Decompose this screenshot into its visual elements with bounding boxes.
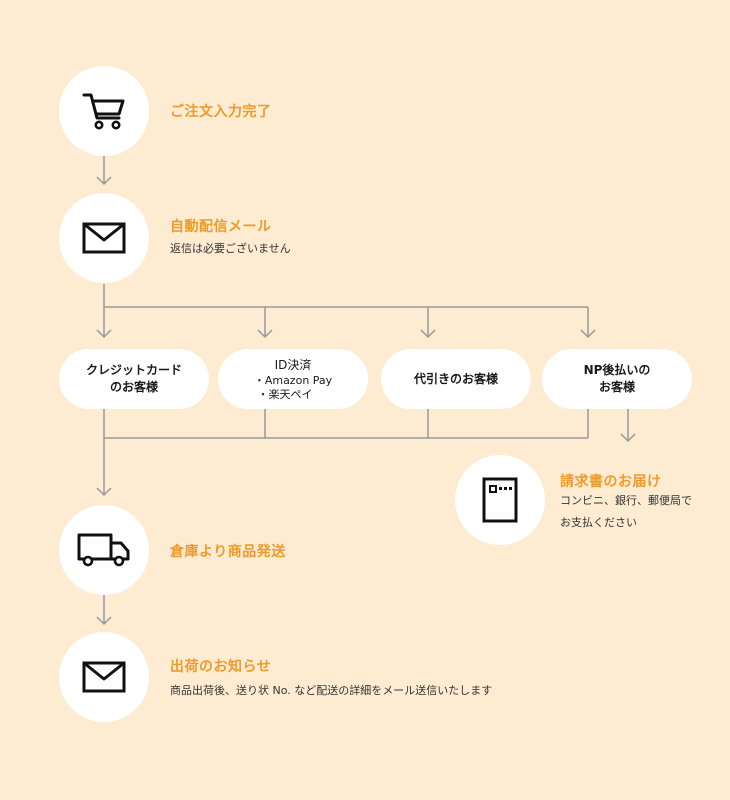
payment-cod: 代引きのお客様	[381, 349, 531, 409]
notice-step-title: 出荷のお知らせ	[170, 659, 272, 675]
payment-label: クレジットカード	[85, 363, 182, 377]
payment-label: NP後払いの	[583, 363, 651, 377]
arrow-head	[96, 329, 112, 339]
payment-label: お客様	[598, 380, 635, 394]
invoice-title: 請求書のお届け	[560, 474, 662, 490]
order-step-title: ご注文入力完了	[170, 104, 272, 120]
arrow-head	[96, 176, 112, 186]
notice-step-desc: 商品出荷後、送り状 No. など配送の詳細をメール送信いたします	[170, 684, 493, 697]
mail-step-circle	[59, 193, 149, 283]
arrow-head	[96, 616, 112, 626]
payment-label: のお客様	[109, 380, 158, 394]
payment-label: ID決済	[274, 357, 312, 372]
mail-icon	[82, 661, 126, 693]
ship-step-title: 倉庫より商品発送	[170, 544, 286, 560]
arrow-head	[420, 329, 436, 339]
notice-step-circle	[59, 632, 149, 722]
payment-sub: ・Amazon Pay	[253, 373, 333, 387]
arrow-head	[257, 329, 273, 339]
invoice-desc-line: コンビニ、銀行、郵便局で	[560, 494, 692, 507]
payment-np-deferred: NP後払いの お客様	[542, 349, 692, 409]
order-step-circle	[59, 66, 149, 156]
invoice-step-circle	[455, 455, 545, 545]
arrow-head	[620, 433, 636, 443]
mail-step-desc: 返信は必要ございません	[170, 242, 291, 255]
cart-icon	[82, 93, 125, 130]
arrow-head	[96, 487, 112, 497]
truck-icon	[77, 533, 130, 567]
payment-label: 代引きのお客様	[413, 371, 498, 386]
mail-step-title: 自動配信メール	[170, 219, 272, 235]
payment-sub: ・楽天ペイ	[257, 387, 313, 401]
invoice-icon	[482, 477, 518, 523]
mail-icon	[82, 222, 126, 254]
arrow-head	[580, 329, 596, 339]
invoice-desc-line: お支払ください	[560, 516, 637, 529]
ship-step-circle	[59, 505, 149, 595]
payment-id: ID決済 ・Amazon Pay ・楽天ペイ	[218, 349, 368, 409]
payment-credit-card: クレジットカード のお客様	[59, 349, 209, 409]
invoice-desc: コンビニ、銀行、郵便局で お支払ください	[560, 490, 692, 534]
